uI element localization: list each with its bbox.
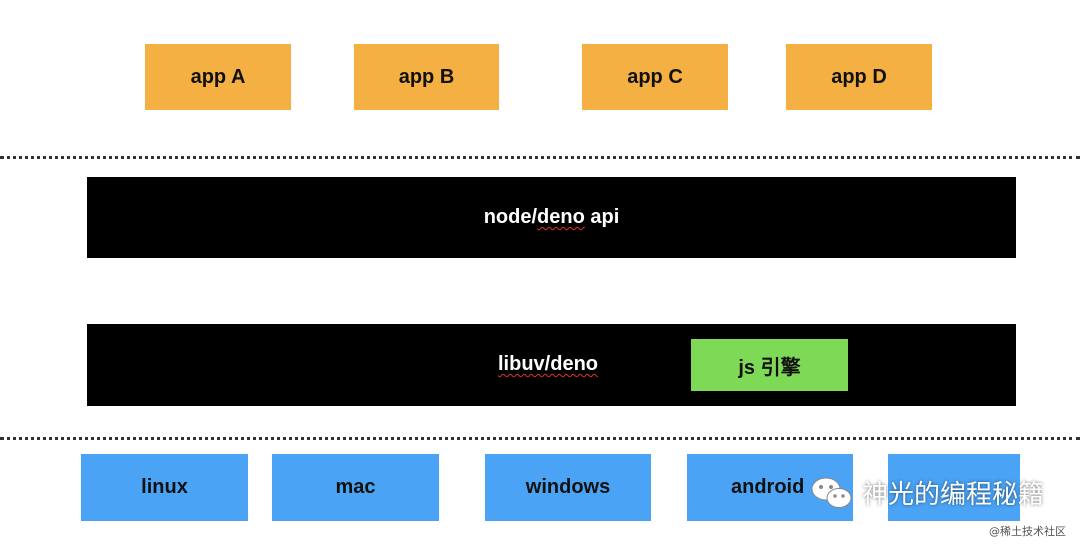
watermark: 神光的编程秘籍 [810, 474, 1044, 511]
app-b-box: app B [354, 44, 499, 110]
api-layer-deno: deno [537, 206, 585, 228]
api-layer-suffix: api [584, 206, 620, 228]
app-c-box: app C [582, 44, 728, 110]
app-a-label: app A [190, 65, 246, 88]
platform-android-label: android [731, 476, 805, 498]
platform-linux-label: linux [141, 476, 188, 498]
app-d-label: app D [831, 65, 887, 88]
app-c-label: app C [627, 65, 683, 88]
top-dotted-divider [0, 156, 1080, 159]
js-engine-label: js 引擎 [738, 356, 801, 379]
runtime-layer-box: libuv/deno js 引擎 [87, 324, 1016, 406]
bottom-dotted-divider [0, 437, 1080, 440]
wechat-icon [811, 477, 852, 508]
api-layer-box: node/deno api [87, 177, 1016, 258]
platform-windows-label: windows [525, 476, 611, 498]
platform-mac-box: mac [272, 454, 439, 521]
app-b-label: app B [398, 65, 455, 88]
runtime-layer-label: libuv/deno [498, 353, 598, 375]
app-d-box: app D [786, 44, 932, 110]
js-engine-box: js 引擎 [691, 339, 848, 391]
platform-extra-box [888, 454, 1020, 521]
api-layer-label: node/deno api [484, 206, 620, 229]
platform-windows-box: windows [485, 454, 651, 521]
api-layer-prefix: node/ [483, 206, 538, 228]
watermark-text: 神光的编程秘籍 [862, 480, 1045, 510]
credit-text: @稀土技术社区 [989, 525, 1066, 538]
platform-linux-box: linux [81, 454, 248, 521]
platform-mac-label: mac [335, 476, 376, 498]
app-a-box: app A [145, 44, 291, 110]
